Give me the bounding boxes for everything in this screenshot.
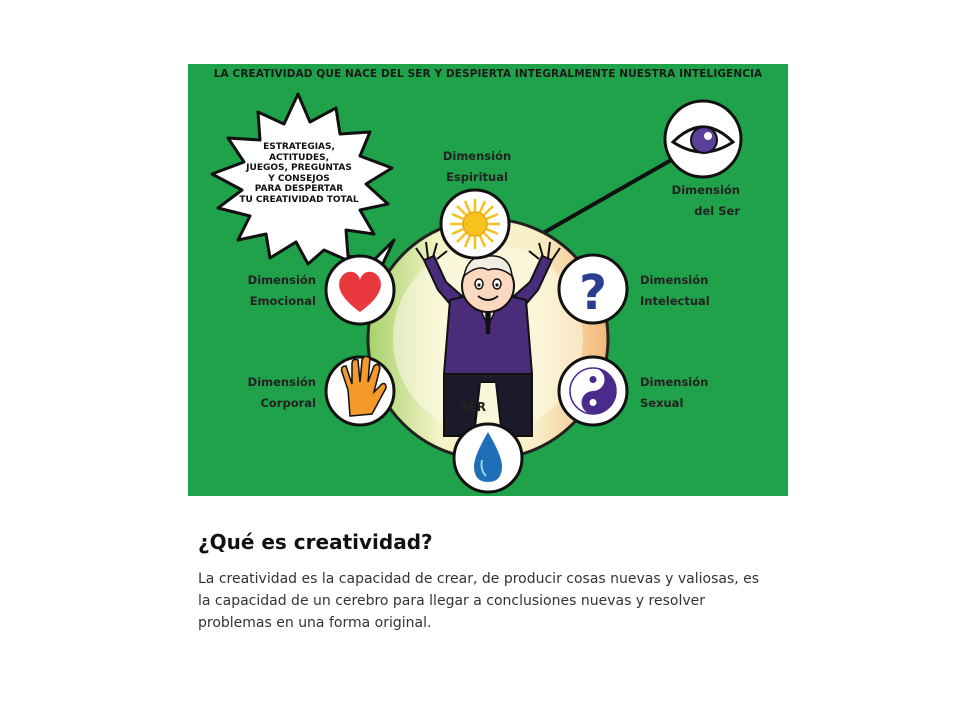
sun-icon bbox=[439, 188, 511, 260]
burst-line: ACTITUDES, bbox=[268, 152, 330, 163]
burst-line: PARA DESPERTAR bbox=[254, 184, 344, 194]
label-dimension-del-ser: Dimensión del Ser bbox=[671, 183, 740, 218]
connector-line bbox=[537, 157, 674, 238]
burst-line: TU CREATIVIDAD TOTAL bbox=[239, 194, 359, 205]
label-dimension-intelectual: Dimensión Intelectual bbox=[640, 273, 710, 308]
question-mark-icon: ? bbox=[557, 253, 629, 325]
yin-yang-icon bbox=[557, 355, 629, 427]
label-dimension-emocional: Dimensión Emocional bbox=[247, 273, 316, 308]
ser-label: SER bbox=[459, 400, 487, 414]
eye-icon bbox=[663, 99, 743, 179]
hand-icon bbox=[324, 355, 396, 427]
burst-line: ESTRATEGIAS, bbox=[263, 142, 335, 152]
person-figure bbox=[415, 241, 561, 437]
label-dimension-corporal: Dimensión Corporal bbox=[247, 375, 316, 410]
label-dimension-sexual: Dimensión Sexual bbox=[640, 375, 709, 410]
heart-icon bbox=[324, 254, 396, 326]
burst-line: JUEGOS, PREGUNTAS bbox=[246, 163, 352, 173]
starburst-text: ESTRATEGIAS, ACTITUDES, JUEGOS, PREGUNTA… bbox=[224, 142, 374, 205]
slide-body-text: La creatividad es la capacidad de crear,… bbox=[198, 571, 760, 631]
slide-heading: ¿Qué es creatividad? bbox=[198, 530, 433, 554]
diagram-title: LA CREATIVIDAD QUE NACE DEL SER Y DESPIE… bbox=[213, 68, 763, 80]
diagram-graphic: ? bbox=[210, 92, 743, 494]
water-drop-icon bbox=[452, 422, 524, 494]
creativity-diagram: ? LA CREATIVIDAD QUE NACE DEL SER Y DESP… bbox=[188, 64, 788, 496]
label-dimension-espiritual: Dimensión Espiritual bbox=[442, 149, 512, 184]
svg-text:?: ? bbox=[579, 265, 607, 321]
burst-line: Y CONSEJOS bbox=[268, 173, 330, 184]
